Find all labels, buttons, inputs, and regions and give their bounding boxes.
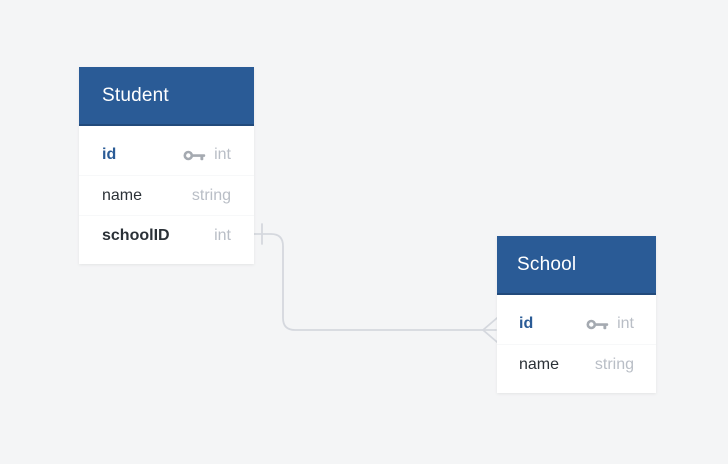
column-type: int — [214, 226, 231, 244]
table-row: schoolID int — [79, 215, 254, 255]
table-row: name string — [79, 175, 254, 215]
column-name: id — [102, 146, 117, 163]
column-type: string — [594, 355, 634, 373]
table-student-body: id int name string schoolID int — [79, 126, 254, 264]
table-school-body: id int name string — [497, 295, 656, 393]
table-school-header: School — [497, 236, 656, 295]
table-school[interactable]: School id int name string — [497, 236, 656, 393]
column-type: string — [191, 186, 231, 204]
column-name: schoolID — [102, 226, 170, 244]
table-school-title: School — [517, 253, 577, 275]
table-row: name string — [497, 344, 656, 384]
connector-line — [253, 233, 497, 331]
column-type: int — [214, 146, 231, 163]
primary-key-icon — [586, 318, 609, 331]
column-name: name — [519, 355, 560, 373]
table-row: id int — [79, 135, 254, 175]
column-name: name — [102, 186, 143, 204]
table-row: id int — [497, 304, 656, 344]
crow-foot-many-icon — [482, 317, 498, 343]
primary-key-icon — [183, 149, 206, 162]
table-student-header: Student — [79, 67, 254, 126]
column-type: int — [617, 315, 634, 332]
table-student[interactable]: Student id int name string schoolID — [79, 67, 254, 264]
column-name: id — [519, 315, 534, 332]
table-student-title: Student — [102, 84, 169, 106]
